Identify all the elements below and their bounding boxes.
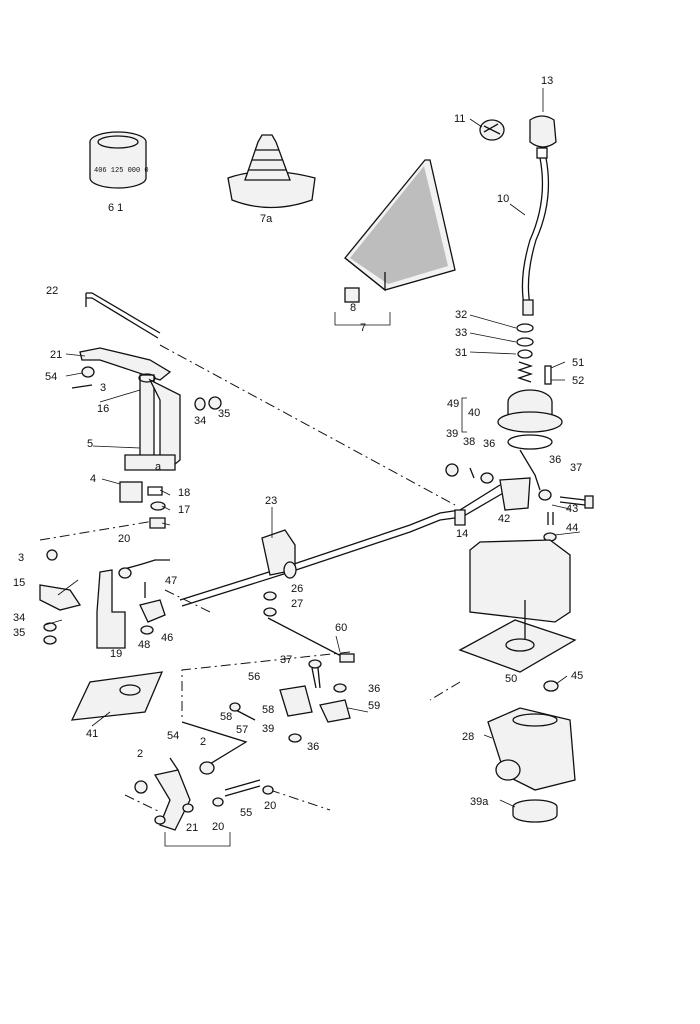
callout-34: 34 [194,415,206,427]
callout-7: 7 [360,322,366,334]
rubber-boot-part [227,134,316,209]
callout-36: 36 [368,683,380,695]
callout-15: 15 [13,577,25,589]
callout-36: 36 [483,438,495,450]
callout-3: 3 [100,382,106,394]
callout-41: 41 [86,728,98,740]
callout-21: 21 [186,822,198,834]
callout-36: 36 [549,454,561,466]
callout-3: 3 [18,552,24,564]
boot-ring-print: 406 125 000 0 [94,167,149,175]
leader-lines [44,88,581,808]
callout-5: 5 [87,438,93,450]
callout-37: 37 [280,654,292,666]
callout-2: 2 [137,748,143,760]
callout-46: 46 [161,632,173,644]
callout-38: 38 [463,436,475,448]
callout-13: 13 [541,75,553,87]
callout-35: 35 [13,627,25,639]
assembly-lines [39,312,467,847]
callout-32: 32 [455,309,467,321]
callout-58: 58 [220,711,232,723]
callout-59: 59 [368,700,380,712]
knob-and-lever [479,115,557,316]
callout-23: 23 [265,495,277,507]
callout-39a: 39a [470,796,489,808]
callout-39: 39 [262,723,274,735]
lever-housing [497,323,563,491]
callout-51: 51 [572,357,584,369]
gearbox-cover [487,707,576,823]
guide-plate-41 [70,671,164,721]
callout-28: 28 [462,731,474,743]
callout-49: 49 [447,398,459,410]
callout-6-1: 6 1 [108,202,123,214]
callout-26: 26 [291,583,303,595]
callout-54: 54 [45,371,57,383]
callout-27: 27 [291,598,303,610]
callout-43: 43 [566,503,578,515]
callout-31: 31 [455,347,467,359]
callout-10: 10 [497,193,509,205]
callout-19: 19 [110,648,122,660]
callout-34: 34 [13,612,25,624]
callout-2: 2 [200,736,206,748]
callout-54: 54 [167,730,179,742]
lower-linkage [229,617,355,743]
callout-4: 4 [90,473,96,485]
callout-42: 42 [498,513,510,525]
callout-7a: 7a [260,213,273,225]
callout-55: 55 [240,807,252,819]
base-housing [458,539,577,692]
callout-11: 11 [454,113,465,125]
shift-bracket-assembly [71,347,222,529]
linkage-42 [445,463,594,542]
gaiter-part [344,159,456,303]
callout-35: 35 [218,408,230,420]
callout-56: 56 [248,671,260,683]
callout-18: 18 [178,487,190,499]
callout-33: 33 [455,327,467,339]
main-shift-rod [179,484,506,617]
callout-58: 58 [262,704,274,716]
callout-17: 17 [178,504,190,516]
callout-47: 47 [165,575,177,587]
callout-60: 60 [335,622,347,634]
callout-20: 20 [264,800,276,812]
callout-44: 44 [566,522,578,534]
callout-16: 16 [97,403,109,415]
callout-21: 21 [50,349,62,361]
callout-8: 8 [350,302,356,314]
callout-50: 50 [505,673,517,685]
callout-22: 22 [46,285,58,297]
callout-48: 48 [138,639,150,651]
callout-52: 52 [572,375,584,387]
selector-cluster [39,549,170,649]
callout-39: 39 [446,428,458,440]
callout-labels: 13 11 10 6 1 7a 8 7 22 32 33 31 51 52 21… [13,75,584,834]
callout-a: a [155,461,162,473]
lower-bracket [134,721,274,831]
callout-36: 36 [307,741,319,753]
callout-40: 40 [468,407,480,419]
callout-37: 37 [570,462,582,474]
callout-20: 20 [212,821,224,833]
shift-rod-22 [85,292,161,339]
callout-14: 14 [456,528,468,540]
callout-57: 57 [236,724,248,736]
callout-20: 20 [118,533,130,545]
callout-45: 45 [571,670,583,682]
boot-ring-part: 406 125 000 0 [89,131,149,189]
